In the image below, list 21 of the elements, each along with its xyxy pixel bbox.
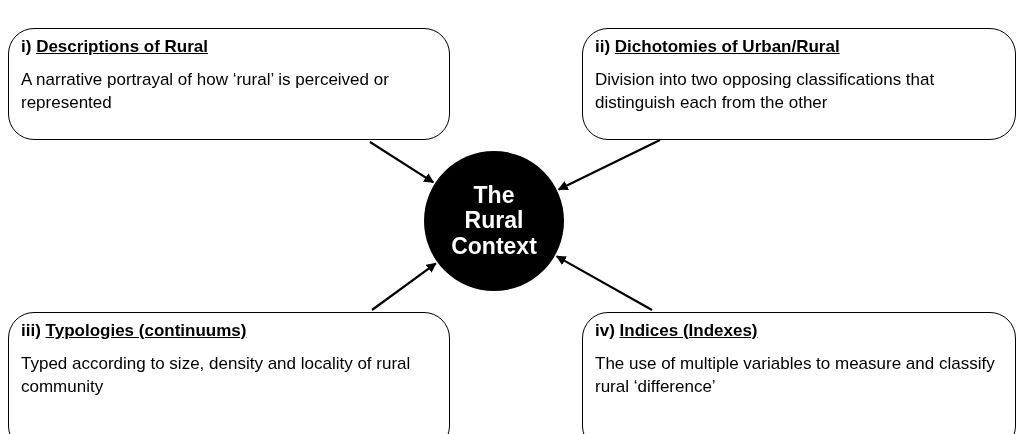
circle-label: The Rural Context <box>450 183 538 259</box>
box-heading: Descriptions of Rural <box>36 37 209 56</box>
category-box <box>582 28 1016 140</box>
item-number: ii) <box>595 37 611 56</box>
box-heading: Dichotomies of Urban/Rural <box>614 37 840 56</box>
box-heading: Indices (Indexes) <box>619 321 758 340</box>
category-box <box>8 28 450 140</box>
arrow <box>369 141 435 184</box>
box-description: A narrative portrayal of how ‘rural’ is perceived or represented <box>21 69 390 114</box>
box-heading: Typologies (continuums) <box>45 321 247 340</box>
box-description: Division into two opposing classifications that distinguish each from the other <box>595 69 936 114</box>
item-number: iii) <box>21 321 41 340</box>
arrow <box>371 262 437 311</box>
category-box <box>582 312 1016 434</box>
item-number: iv) <box>595 321 615 340</box>
arrow <box>557 139 661 191</box>
box-description: The use of multiple variables to measure and classify rural ‘difference’ <box>595 353 996 398</box>
category-box <box>8 312 450 434</box>
item-number: i) <box>21 37 32 56</box>
box-description: Typed according to size, density and locality of rural community <box>21 353 412 398</box>
arrow <box>555 255 653 311</box>
